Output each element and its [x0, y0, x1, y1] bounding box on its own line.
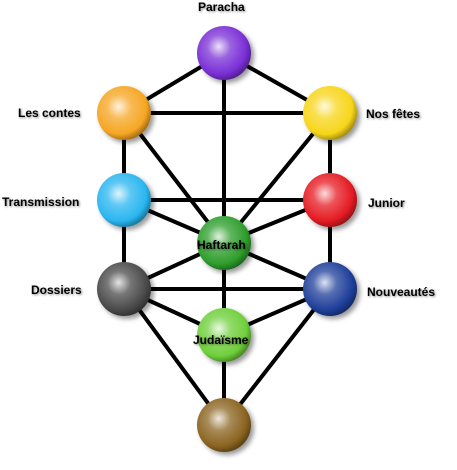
node-paracha[interactable]: [197, 26, 251, 80]
node-base[interactable]: [197, 398, 251, 452]
label-nos-fetes[interactable]: Nos fêtes: [366, 107, 421, 121]
node-contes[interactable]: [97, 86, 151, 140]
edge-fetes-haftarah: [222, 111, 332, 245]
edge-nouveautes-base: [222, 287, 332, 427]
label-les-contes[interactable]: Les contes: [18, 106, 81, 120]
node-judaisme[interactable]: [197, 308, 251, 362]
node-transmission[interactable]: [97, 173, 151, 227]
edge-contes-haftarah: [122, 111, 226, 245]
node-nouveautes[interactable]: [303, 262, 357, 316]
node-fetes[interactable]: [303, 86, 357, 140]
label-paracha[interactable]: Paracha: [198, 0, 245, 14]
label-junior[interactable]: Junior: [368, 196, 405, 210]
label-nouveautes[interactable]: Nouveautés: [367, 285, 436, 299]
edge-dossiers-base: [122, 287, 226, 427]
label-dossiers[interactable]: Dossiers: [31, 283, 82, 297]
node-haftarah[interactable]: [197, 216, 251, 270]
label-haftarah[interactable]: Haftarah: [197, 238, 246, 252]
node-junior[interactable]: [303, 173, 357, 227]
label-judaisme[interactable]: Judaïsme: [193, 333, 249, 347]
node-dossiers[interactable]: [97, 262, 151, 316]
nodes: [97, 26, 357, 452]
label-transmission[interactable]: Transmission: [2, 195, 80, 209]
